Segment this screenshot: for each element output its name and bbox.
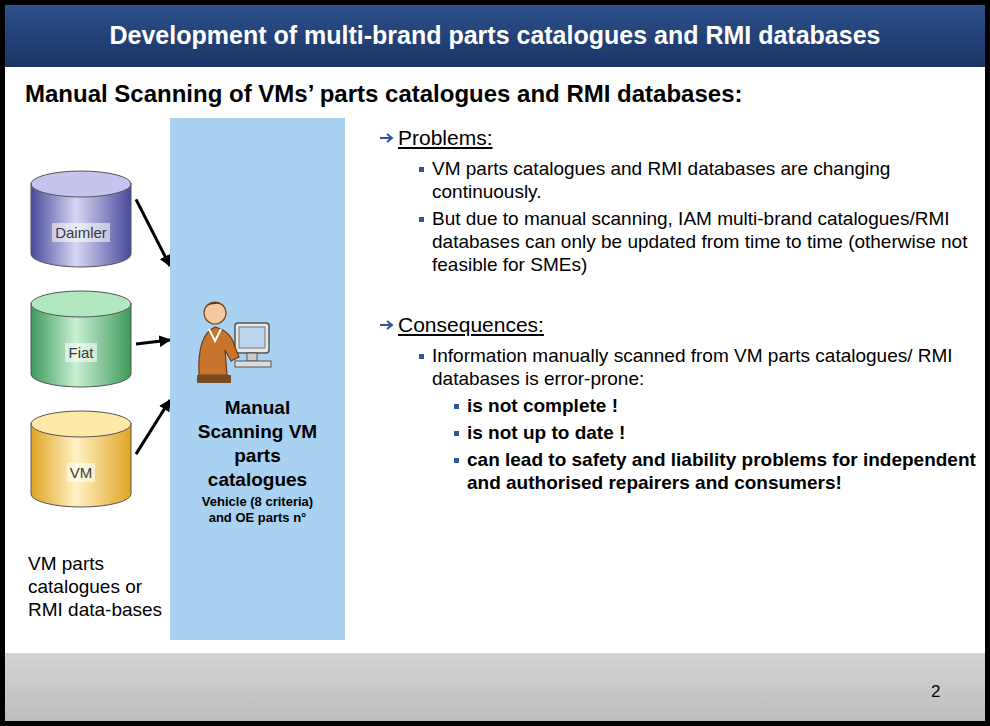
caption-label: VM parts catalogues or RMI data-bases	[28, 552, 168, 621]
bullet-dot	[454, 431, 459, 436]
database-label: Fiat	[65, 343, 96, 362]
database-cylinder: Daimler	[30, 170, 132, 268]
footer-bar	[5, 653, 985, 721]
panel-note: Vehicle (8 criteria) and OE parts n°	[178, 494, 337, 526]
bullet-dot	[419, 354, 424, 359]
database-cylinder: Fiat	[30, 290, 132, 388]
section-heading: Problems:	[398, 125, 958, 151]
cylinder-outline	[30, 170, 132, 268]
bullet-text: But due to manual scanning, IAM multi-br…	[432, 207, 977, 276]
person-at-computer-icon	[195, 295, 275, 390]
database-cylinder: VM	[30, 410, 132, 508]
bullet-dot	[419, 167, 424, 172]
cylinder-outline	[30, 290, 132, 388]
page-number: 2	[931, 681, 961, 703]
sub-bullet-text: can lead to safety and liability problem…	[467, 448, 977, 494]
panel-heading: Manual Scanning VM parts catalogues	[178, 396, 337, 492]
section-arrow	[380, 321, 392, 329]
bullet-text: VM parts catalogues and RMI databases ar…	[432, 157, 977, 203]
slide-subtitle: Manual Scanning of VMs’ parts catalogues…	[25, 79, 975, 109]
section-heading: Consequences:	[398, 312, 958, 338]
bullet-text: Information manually scanned from VM par…	[432, 344, 977, 390]
cylinder-outline	[30, 410, 132, 508]
section-arrow	[380, 134, 392, 142]
sub-bullet-text: is not complete !	[467, 394, 977, 417]
bullet-dot	[454, 458, 459, 463]
slide-title: Development of multi-brand parts catalog…	[5, 19, 985, 51]
sub-bullet-text: is not up to date !	[467, 421, 977, 444]
flow-arrow	[136, 199, 170, 266]
flow-arrow	[136, 400, 170, 454]
bullet-dot	[454, 404, 459, 409]
process-panel: Manual Scanning VM parts cataloguesVehic…	[170, 118, 345, 640]
database-label: Daimler	[52, 223, 110, 242]
flow-arrow	[136, 340, 170, 344]
bullet-dot	[419, 217, 424, 222]
database-label: VM	[67, 463, 96, 482]
